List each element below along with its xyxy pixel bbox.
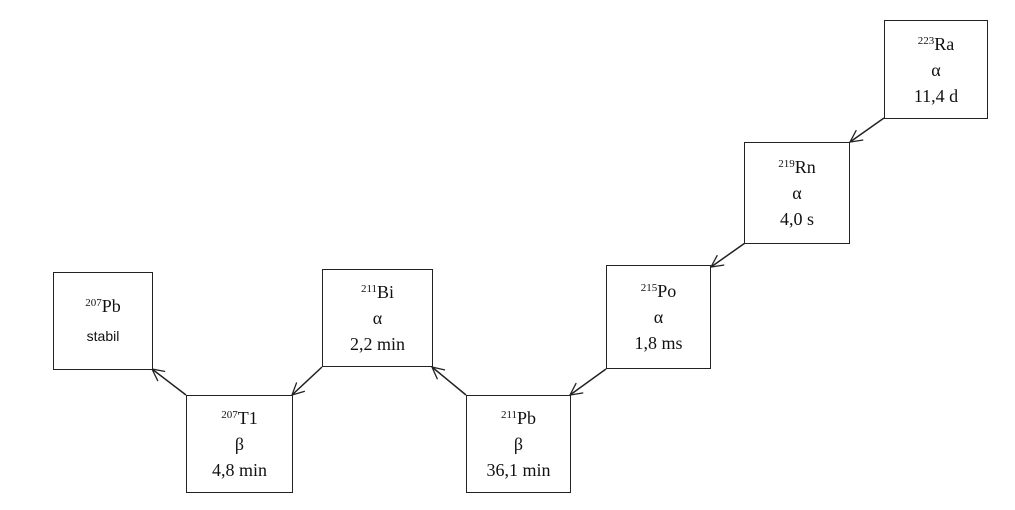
mass-number: 207 <box>221 409 238 421</box>
nuclide-label: 211Pb <box>501 407 536 429</box>
decay-mode: α <box>792 183 802 203</box>
nuclide-label: 211Bi <box>361 281 394 303</box>
nuclide-pb207: 207Pb stabil <box>53 272 153 370</box>
half-life: 2,2 min <box>349 334 405 354</box>
decay-mode: α <box>372 308 383 328</box>
stability-label: stabil <box>86 328 120 344</box>
decay-mode: α <box>653 307 664 327</box>
nuclide-label: 219Rn <box>778 156 816 178</box>
mass-number: 211 <box>360 283 378 295</box>
arrow-bi-tl <box>292 366 323 395</box>
nuclide-rn219: 219Rn α 4,0 s <box>744 142 850 244</box>
element-symbol: Ra <box>934 33 955 54</box>
mass-number: 219 <box>778 158 795 170</box>
element-symbol: T1 <box>237 408 258 428</box>
nuclide-label: 207Pb <box>85 295 121 317</box>
mass-number: 215 <box>640 282 658 294</box>
nuclide-ra223: 223Ra α 11,4 d <box>884 20 988 119</box>
decay-mode: β <box>513 434 524 454</box>
nuclide-tl207: 207T1 β 4,8 min <box>186 395 293 493</box>
nuclide-bi211: 211Bi α 2,2 min <box>322 269 433 367</box>
decay-mode: α <box>931 59 941 80</box>
element-symbol: Bi <box>377 282 395 302</box>
element-symbol: Rn <box>794 157 816 177</box>
arrow-pb211-bi <box>432 367 467 396</box>
mass-number: 207 <box>85 297 102 309</box>
nuclide-label: 215Po <box>641 280 677 302</box>
mass-number: 211 <box>500 409 518 421</box>
arrow-ra-rn <box>850 117 885 142</box>
nuclide-label: 223Ra <box>918 33 955 55</box>
half-life: 11,4 d <box>913 85 959 106</box>
arrow-tl-pb207 <box>152 369 187 396</box>
element-symbol: Pb <box>101 296 121 316</box>
nuclide-pb211: 211Pb β 36,1 min <box>466 395 571 493</box>
half-life: 1,8 ms <box>634 333 683 353</box>
element-symbol: Po <box>657 281 677 301</box>
half-life: 36,1 min <box>486 460 551 480</box>
half-life: 4,8 min <box>211 460 267 480</box>
arrow-po-pb211 <box>570 368 607 395</box>
arrow-rn-po <box>711 242 746 267</box>
nuclide-label: 207T1 <box>221 407 258 429</box>
decay-mode: β <box>234 434 245 454</box>
nuclide-po215: 215Po α 1,8 ms <box>606 265 711 369</box>
half-life: 4,0 s <box>779 209 814 229</box>
element-symbol: Pb <box>517 408 537 428</box>
mass-number: 223 <box>917 34 935 47</box>
